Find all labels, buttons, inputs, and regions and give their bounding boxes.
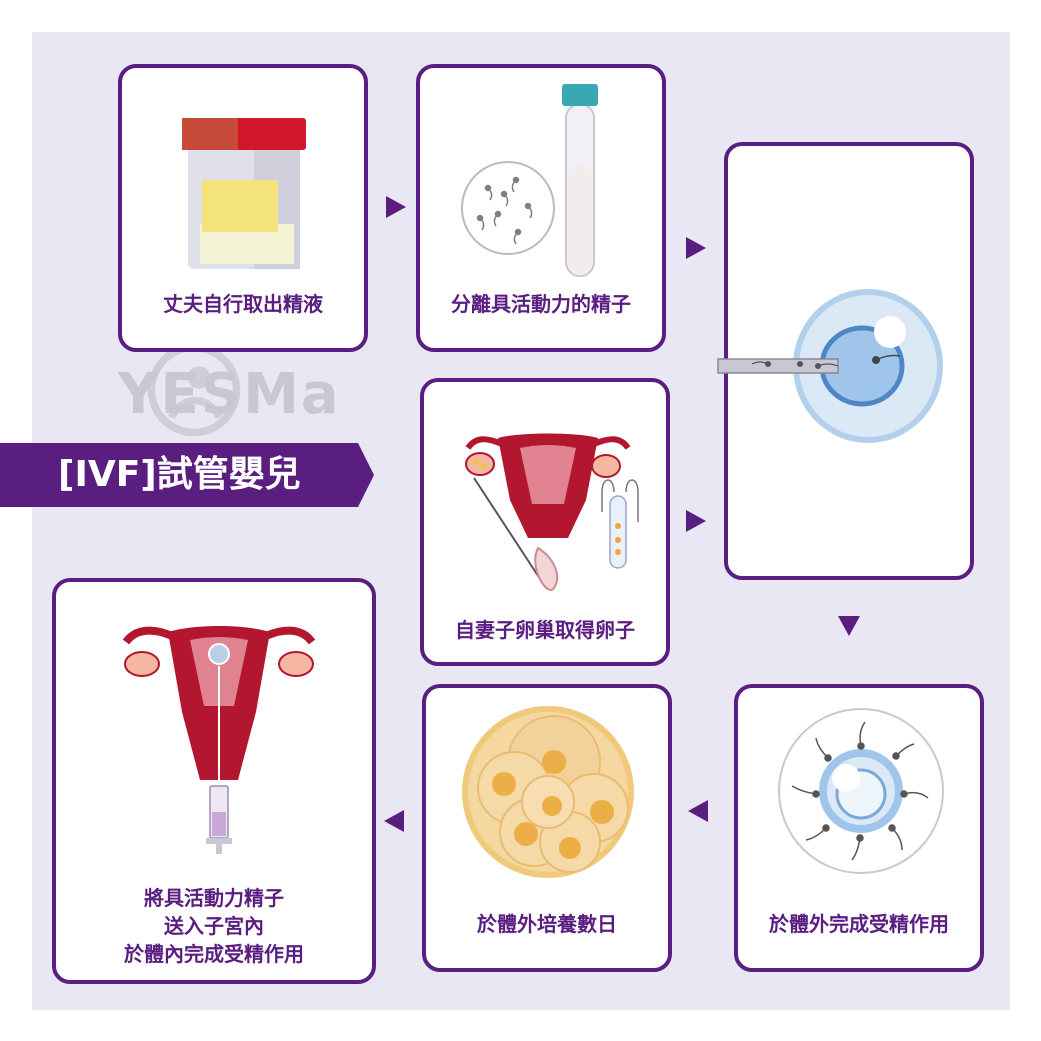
arrow-left-1 [688, 800, 708, 822]
step-1-label: 丈夫自行取出精液 [163, 292, 323, 316]
step-card-6: 於體外培養數日 [422, 684, 672, 972]
step-card-2: 分離具活動力的精子 [416, 64, 666, 352]
arrow-right-3 [686, 510, 706, 532]
arrow-left-2 [384, 810, 404, 832]
page-title: [IVF]試管嬰兒 [58, 454, 301, 495]
icsi-egg-icon [717, 289, 943, 443]
step-card-5: 於體外完成受精作用 [734, 684, 984, 972]
step-7-line-2: 送入子宮內 [164, 914, 264, 938]
specimen-cup-icon [182, 118, 306, 269]
arrow-right-2 [686, 237, 706, 259]
step-4-label: 自妻子卵巢取得卵子 [455, 618, 635, 642]
uterus-retrieval-icon [465, 433, 631, 591]
step-7-line-1: 將具活動力精子 [144, 886, 284, 910]
arrow-right-1 [386, 196, 406, 218]
step-card-7: 將具活動力精子 送入子宮內 於體內完成受精作用 [52, 578, 376, 984]
step-card-1: 丈夫自行取出精液 [118, 64, 368, 352]
step-6-label: 於體外培養數日 [477, 912, 617, 936]
embryo-cluster-icon [462, 706, 634, 878]
fertilized-egg-icon [778, 708, 944, 874]
watermark-text: YESMa [118, 362, 341, 427]
step-7-label: 將具活動力精子 送入子宮內 於體內完成受精作用 [56, 884, 372, 968]
step-2-label: 分離具活動力的精子 [451, 292, 631, 316]
sperm-dish-icon [461, 161, 555, 255]
step-5-label: 於體外完成受精作用 [769, 912, 949, 936]
title-banner [0, 443, 374, 507]
collection-tube-icon [601, 479, 639, 569]
arrow-down [838, 616, 860, 636]
test-tube-icon [562, 84, 598, 277]
step-card-3 [717, 142, 974, 580]
uterus-transfer-icon [122, 626, 316, 854]
step-7-line-3: 於體內完成受精作用 [124, 942, 304, 966]
step-card-4: 自妻子卵巢取得卵子 [420, 378, 670, 666]
